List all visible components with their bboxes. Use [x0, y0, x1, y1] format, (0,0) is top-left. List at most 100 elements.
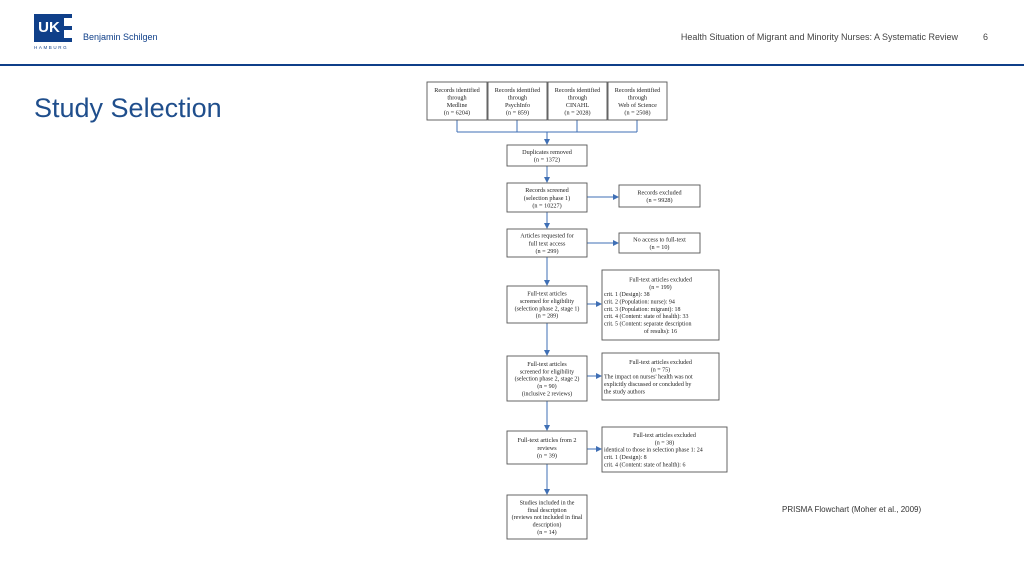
- flow-box-text: final description: [527, 507, 566, 514]
- flow-box-frame: [607, 81, 668, 121]
- flow-box-excluded-records: Records excluded(n = 9928): [618, 184, 701, 208]
- flow-box-duplicates: Duplicates removed(n = 1372): [506, 144, 588, 167]
- page-number: 6: [982, 32, 988, 42]
- flow-box-text: (selection phase 2, stage 1): [515, 305, 580, 312]
- flow-box-text: (n = 1372): [534, 157, 560, 164]
- slide-title: Study Selection: [34, 93, 222, 123]
- flow-box-text: crit. 4 (Content: state of health): 6: [604, 461, 685, 468]
- flow-box-text: reviews: [537, 445, 557, 452]
- flow-box-text: Records identified: [495, 87, 541, 94]
- flow-box-text: (n = 75): [651, 366, 670, 373]
- flow-box-text: full text access: [529, 240, 566, 247]
- flow-box-text: identical to those in selection phase 1:…: [604, 448, 703, 454]
- flow-box-text: (n = 10227): [532, 202, 561, 209]
- flow-box-text: Full-text articles excluded: [629, 278, 692, 284]
- figure-caption: PRISMA Flowchart (Moher et al., 2009): [782, 505, 922, 514]
- flow-box-text: explicitly discussed or concluded by: [604, 382, 691, 388]
- flow-box-text: Full-text articles: [527, 292, 567, 298]
- logo-subtext: HAMBURG: [34, 45, 69, 50]
- flow-box-frame: [506, 494, 588, 540]
- flow-box-text: Studies included in the: [520, 501, 575, 507]
- flow-box-text: (n = 859): [506, 110, 529, 117]
- flow-box-text: of results): 16: [644, 328, 677, 335]
- flow-box-text: Records excluded: [637, 189, 682, 196]
- flow-box-frame: [506, 355, 588, 402]
- flow-box-frame: [601, 352, 720, 401]
- flow-box-text: crit. 2 (Population: nurse): 94: [604, 299, 675, 306]
- flow-box-text: crit. 5 (Content: separate description: [604, 320, 691, 327]
- flow-box-text: (n = 6204): [444, 110, 470, 117]
- flow-box-text: crit. 1 (Design): 38: [604, 291, 650, 298]
- flow-box-text: (n = 14): [537, 529, 556, 536]
- flow-box-text: screened for eligibility: [520, 298, 574, 305]
- flow-box-frame: [506, 430, 588, 465]
- flow-box-text: Records identified: [555, 87, 601, 94]
- logo-e-bars: [63, 14, 72, 42]
- logo-mark: UK: [34, 14, 64, 42]
- flow-box-text: Records screened: [525, 187, 569, 194]
- flow-box-text: No access to full-text: [633, 236, 686, 243]
- flow-box-text: (n = 289): [536, 313, 558, 320]
- flow-box-text: description): [533, 522, 562, 529]
- flow-box-text: (selection phase 2, stage 2): [515, 376, 580, 383]
- flow-box-text: (n = 10): [650, 244, 670, 251]
- flow-box-text: through: [508, 94, 528, 101]
- flow-box-text: Records identified: [434, 87, 480, 94]
- flow-box-text: PsychInfo: [505, 102, 530, 109]
- flow-box-frame: [487, 81, 548, 121]
- flow-box-text: (n = 299): [535, 248, 558, 255]
- flow-box-excluded-75: Full-text articles excluded(n = 75) The i…: [601, 352, 720, 401]
- flow-box-frame: [547, 81, 608, 121]
- uke-logo: UK HAMBURG: [34, 14, 72, 54]
- flow-box-excluded-38: Full-text articles excluded(n = 38) ident…: [601, 426, 728, 473]
- flow-box-text: crit. 3 (Population: migrant): 18: [604, 306, 681, 313]
- flow-box-text: (n = 199): [649, 284, 671, 291]
- flow-box-text: (inclusive 2 reviews): [522, 390, 572, 397]
- flow-box-text: through: [447, 94, 467, 101]
- flow-box-text: Web of Science: [618, 102, 657, 109]
- header-divider: [0, 64, 1024, 66]
- flow-box-frame: [618, 232, 701, 254]
- flow-box-text: Full-text articles from 2: [518, 437, 577, 444]
- flow-box-text: Medline: [447, 102, 468, 109]
- flow-box-text: The impact on nurses' health was not: [604, 375, 693, 381]
- flow-box-frame: [618, 184, 701, 208]
- presentation-title: Health Situation of Migrant and Minority…: [680, 32, 958, 42]
- flow-box-text: Articles requested for: [520, 233, 574, 240]
- author-name: Benjamin Schilgen: [83, 32, 158, 42]
- flow-box-text: through: [628, 94, 648, 101]
- flow-box-frame: [601, 269, 720, 341]
- flow-box-text: through: [568, 94, 588, 101]
- flow-box-text: (selection phase 1): [524, 195, 570, 202]
- flow-box-text: Full-text articles excluded: [629, 360, 692, 366]
- flow-box-text: (reviews not included in final: [512, 514, 583, 521]
- flow-box-no-access: No access to full-text(n = 10): [618, 232, 701, 254]
- flow-box-text: (n = 90): [537, 383, 556, 390]
- flow-box-text: (n = 39): [537, 452, 557, 459]
- flow-box-text: Full-text articles excluded: [633, 433, 696, 439]
- flow-box-text: (n = 2028): [564, 110, 590, 117]
- flow-box-text: (n = 2508): [624, 110, 650, 117]
- flow-box-frame: [506, 228, 588, 258]
- flow-box-text: crit. 4 (Content: state of health): 33: [604, 313, 688, 320]
- flow-box-text: Duplicates removed: [522, 149, 573, 156]
- flow-box-text: crit. 1 (Design): 8: [604, 454, 647, 461]
- flow-box-text: (n = 38): [655, 439, 674, 446]
- flow-box-excluded-199: Full-text articles excluded(n = 199)crit…: [601, 269, 720, 341]
- flow-box-text: CINAHL: [566, 102, 590, 109]
- flow-box-text: the study authors: [604, 389, 646, 395]
- flow-box-text: Records identified: [615, 87, 661, 94]
- flow-box-text: screened for eligibility: [520, 368, 574, 375]
- flow-box-frame: [506, 285, 588, 324]
- flow-box-frame: [506, 144, 588, 167]
